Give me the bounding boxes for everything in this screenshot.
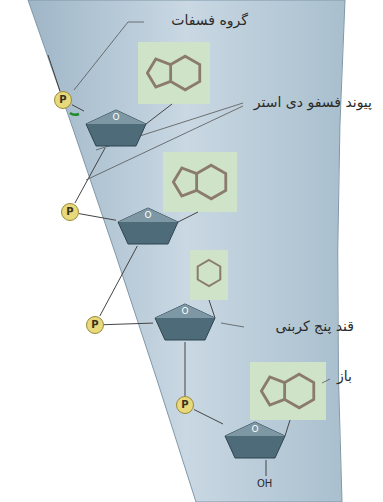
hydroxyl-bond — [266, 460, 267, 476]
phosphate-circle: P — [86, 316, 104, 334]
phosphate-symbol: P — [59, 95, 66, 105]
phosphate-circle: P — [61, 203, 79, 221]
strand-band — [28, 0, 345, 502]
ring-oxygen: O — [223, 425, 287, 434]
phosphodiester-bond — [72, 105, 84, 111]
phosphate-circle: P — [176, 396, 194, 414]
part-label: قند پنج کربنی — [275, 318, 354, 335]
base-1 — [138, 42, 210, 104]
phosphate-tail — [48, 55, 60, 91]
sugar-pentagon: O — [153, 302, 217, 342]
ring-oxygen: O — [116, 211, 180, 220]
ring-oxygen: O — [84, 113, 148, 122]
phosphodiester-bond — [194, 410, 223, 425]
base-2 — [163, 152, 237, 212]
ring-oxygen: O — [153, 307, 217, 316]
sugar-pentagon: O — [223, 420, 287, 460]
phosphate-symbol: P — [181, 400, 188, 410]
phosphodiester-bond — [185, 342, 186, 396]
base-3 — [190, 250, 228, 300]
base-4 — [250, 362, 326, 420]
glycosidic-bonds — [146, 104, 290, 436]
phosphodiester-bond — [104, 323, 153, 325]
hydroxyl-label: OH — [257, 478, 272, 490]
phosphate-circle: P — [54, 91, 72, 109]
phosphodiester-bond — [75, 148, 105, 203]
green-mark — [70, 113, 79, 115]
part-label: پیوند فسفو دی استر — [254, 94, 372, 111]
phosphodiester-bond — [100, 246, 137, 316]
part-label: باز — [337, 368, 352, 385]
part-label: گروه فسفات — [171, 12, 248, 29]
sugar-pentagon: O — [84, 108, 148, 148]
sugar-pentagon: O — [116, 206, 180, 246]
phosphate-symbol: P — [91, 320, 98, 330]
phosphodiester-bond — [79, 214, 116, 221]
phosphate-symbol: P — [66, 207, 73, 217]
